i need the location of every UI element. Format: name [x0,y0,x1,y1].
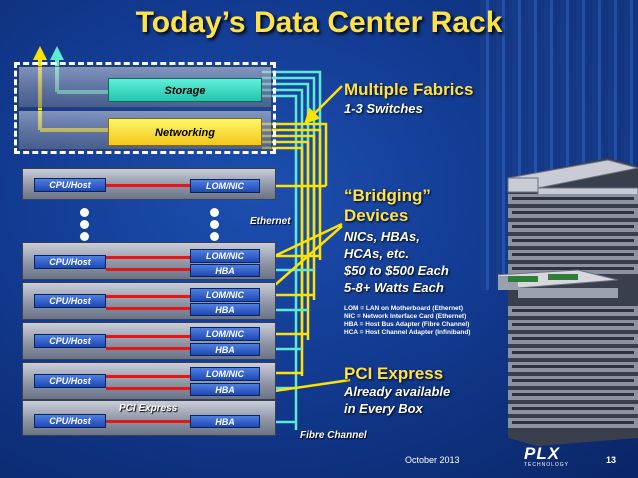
slide-title: Today’s Data Center Rack [135,6,503,39]
hba-label: HBA [190,343,260,356]
bridging-line: NICs, HBAs, [344,229,420,244]
pcie-link [106,335,190,338]
hba-label: HBA [190,264,260,277]
ellipsis-dot [210,208,219,217]
pcie-link [106,295,190,298]
pcie-link [106,268,190,271]
bridging-line: $50 to $500 Each [344,263,449,278]
pulled-server-tray [498,269,619,298]
pcie-link [106,347,190,350]
pcie-link [106,387,190,390]
bridging-line: HCAs, etc. [344,246,410,261]
cpu-host-label: CPU/Host [34,414,106,428]
multiple-fabrics-sub: 1-3 Switches [344,101,423,116]
server-rack-illustration [498,158,638,446]
ellipsis-dot [80,232,89,241]
fibre-uplink-arrow [50,46,64,60]
pcie-link [106,420,190,423]
bridging-heading-line2: Devices [344,206,409,225]
fabric-switch-group [14,62,276,154]
ethernet-label: Ethernet [250,216,291,227]
lom-nic-label: LOM/NIC [190,367,260,381]
ellipsis-dot [80,220,89,229]
rack-units [507,159,638,428]
multiple-fabrics-heading: Multiple Fabrics [344,80,474,99]
cpu-host-label: CPU/Host [34,334,106,348]
cpu-host-label: CPU/Host [34,374,106,388]
glossary-line: HBA = Host Bus Adapter (Fibre Channel) [344,321,470,328]
pcie-link [106,256,190,259]
pci-express-label: PCI Express [119,403,178,414]
bridging-line: 5-8+ Watts Each [344,280,444,295]
hba-label: HBA [190,415,260,428]
ethernet-uplink-arrow [33,46,47,60]
cpu-host-label: CPU/Host [34,255,106,269]
networking-switch: Networking [108,118,262,146]
storage-switch: Storage [108,78,262,102]
ellipsis-dot [210,220,219,229]
hba-label: HBA [190,303,260,316]
pcie-link [106,184,190,187]
glossary-line: LOM = LAN on Motherboard (Ethernet) [344,305,463,312]
lom-nic-label: LOM/NIC [190,179,260,193]
glossary-line: NIC = Network Interface Card (Ethernet) [344,313,467,320]
ellipsis-dot [210,232,219,241]
lom-nic-label: LOM/NIC [190,288,260,302]
cpu-host-label: CPU/Host [34,178,106,192]
lom-nic-label: LOM/NIC [190,249,260,263]
pcie-line1: Already available [344,384,451,399]
fibre-channel-label: Fibre Channel [300,430,367,441]
pcie-link [106,307,190,310]
lom-nic-label: LOM/NIC [190,327,260,341]
pcie-line2: in Every Box [344,401,423,416]
cpu-host-label: CPU/Host [34,294,106,308]
plx-logo: PLX TECHNOLOGY [524,444,570,468]
footer-date: October 2013 [405,455,460,465]
ellipsis-dot [80,208,89,217]
pcie-link [106,375,190,378]
bridging-heading-line1: “Bridging” [344,186,431,205]
hba-label: HBA [190,383,260,396]
page-number: 13 [606,455,617,465]
pcie-heading: PCI Express [344,364,444,383]
glossary-line: HCA = Host Channel Adapter (Infiniband) [344,329,471,336]
